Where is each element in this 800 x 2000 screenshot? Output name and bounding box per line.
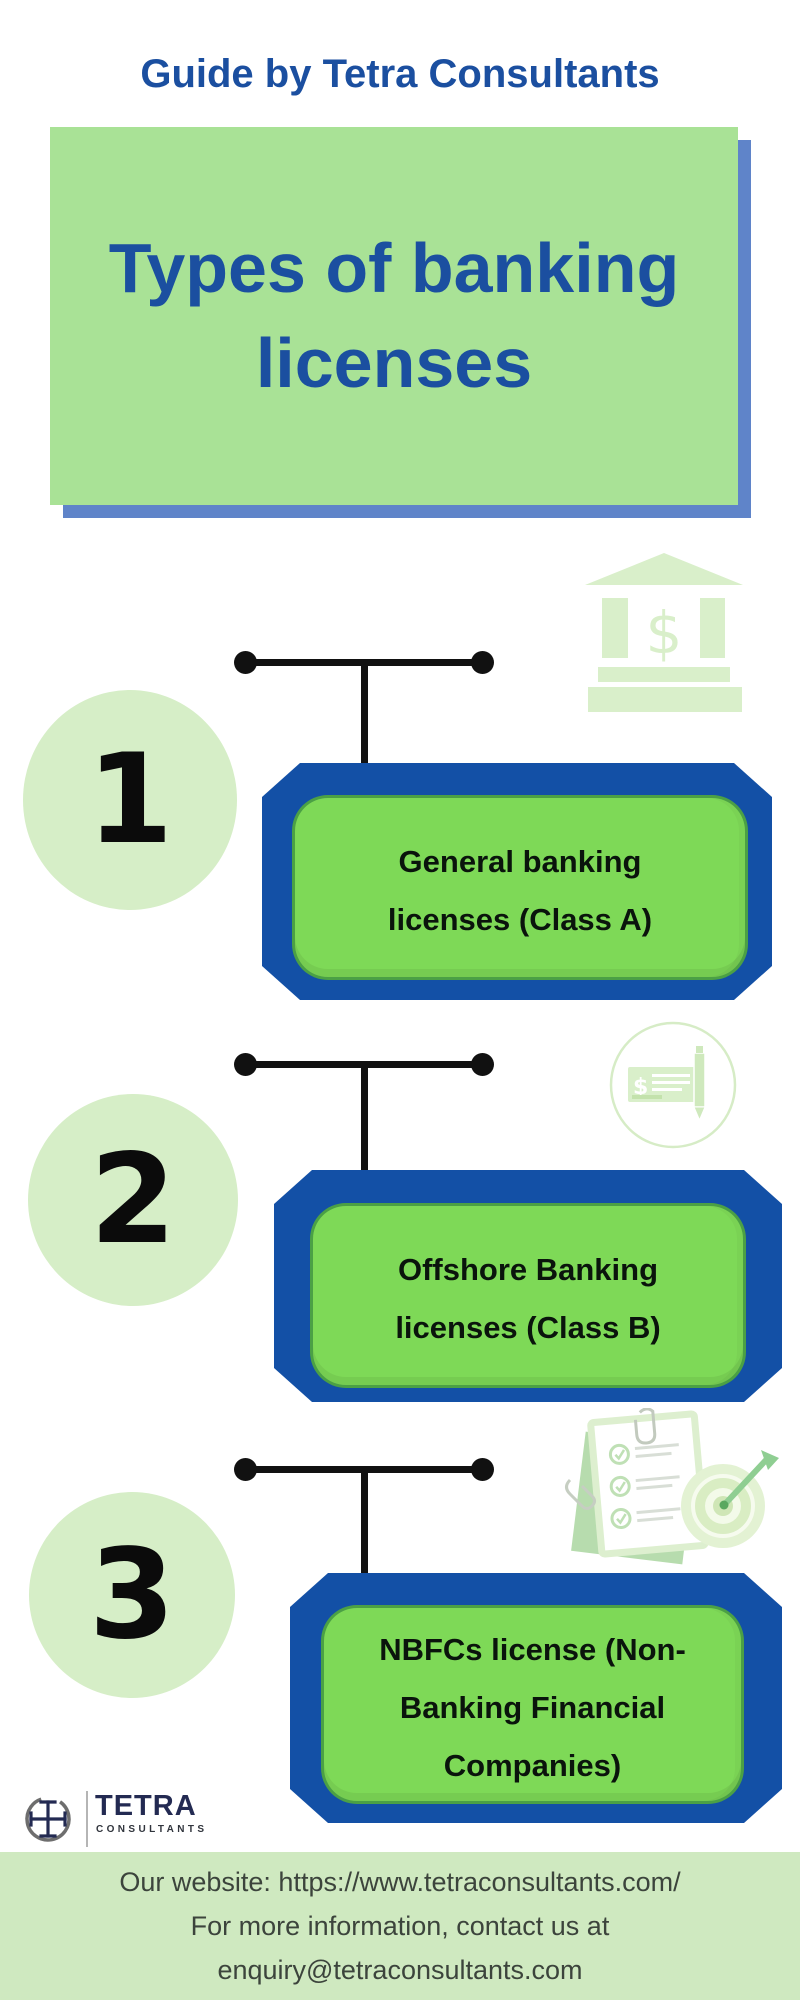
- footer-website-line: Our website: https://www.tetraconsultant…: [119, 1867, 681, 1897]
- license-label-line: NBFCs license (Non-: [379, 1631, 686, 1667]
- connector-line-horizontal: [245, 1061, 482, 1068]
- logo-subtitle: CONSULTANTS: [96, 1824, 208, 1835]
- license-label-line: Companies): [443, 1747, 622, 1783]
- bank-icon: $: [585, 553, 743, 712]
- checklist-target-icon: [565, 1408, 779, 1565]
- cheque-pen-icon: $: [609, 1021, 737, 1149]
- step-number-circle: 1: [23, 690, 237, 910]
- logo-divider: [86, 1791, 88, 1847]
- logo-wordmark: TETRA: [95, 1790, 197, 1822]
- connector-line-horizontal: [245, 659, 482, 666]
- hero-banner: Types of banking licenses: [50, 127, 738, 505]
- page-title: Types of banking licenses: [108, 229, 680, 402]
- license-card-inner: NBFCs license (Non- Banking Financial Co…: [321, 1605, 744, 1804]
- license-label-line: Offshore Banking: [397, 1251, 659, 1287]
- connector-dot-right: [471, 1458, 494, 1481]
- connector-line-vertical: [361, 1065, 368, 1171]
- license-label-line: General banking: [398, 843, 642, 879]
- kicker-title: Guide by Tetra Consultants: [140, 52, 660, 96]
- footer-info-line: For more information, contact us at: [190, 1911, 610, 1941]
- connector-line-vertical: [361, 663, 368, 764]
- footer-contact-band: Our website: https://www.tetraconsultant…: [0, 1852, 800, 2000]
- connector-line-vertical: [361, 1470, 368, 1574]
- svg-text:$: $: [633, 1075, 648, 1100]
- connector-dot-right: [471, 651, 494, 674]
- connector-dot-right: [471, 1053, 494, 1076]
- step-number-circle: 2: [28, 1094, 238, 1306]
- svg-text:$: $: [646, 599, 683, 667]
- tetra-consultants-logo: TETRA CONSULTANTS: [22, 1789, 252, 1851]
- step-number-circle: 3: [29, 1492, 235, 1698]
- connector-line-horizontal: [245, 1466, 482, 1473]
- footer-email-line: enquiry@tetraconsultants.com: [217, 1955, 583, 1985]
- license-label-line: licenses (Class B): [395, 1309, 661, 1345]
- license-label-line: licenses (Class A): [387, 901, 653, 937]
- compass-cross-icon: [25, 1796, 71, 1842]
- license-card-inner: Offshore Banking licenses (Class B): [310, 1203, 746, 1388]
- license-label-line: Banking Financial: [399, 1689, 666, 1725]
- license-card-inner: General banking licenses (Class A): [292, 795, 748, 980]
